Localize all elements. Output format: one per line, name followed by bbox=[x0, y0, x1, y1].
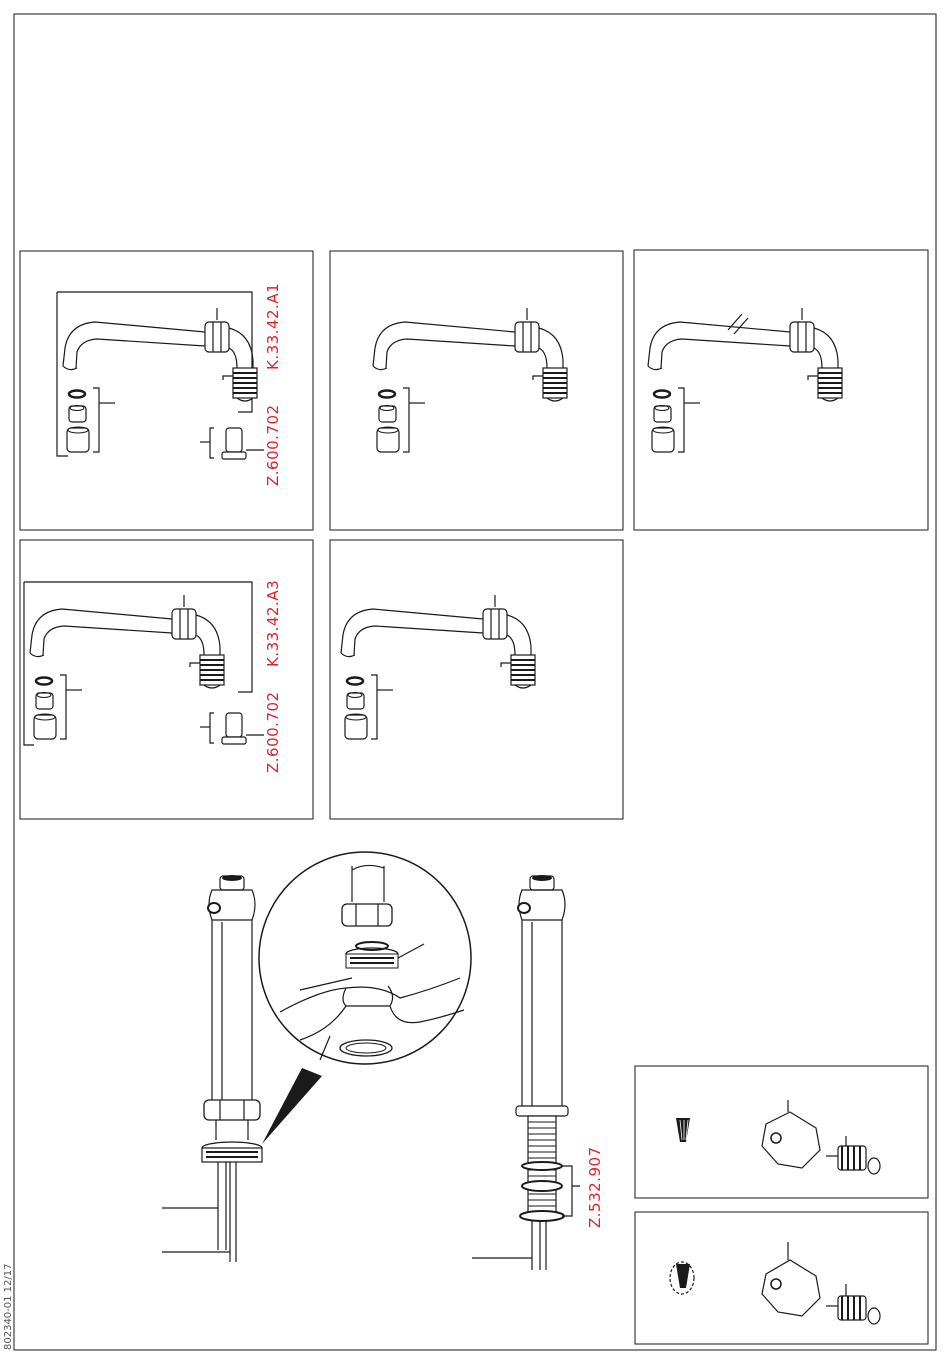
detail-circle bbox=[259, 852, 471, 1064]
washer-kit-label: Z.532.907 bbox=[586, 1146, 604, 1228]
panel-spout-short bbox=[330, 540, 623, 819]
panel-spout-standard bbox=[330, 251, 623, 530]
panel-spout-extended bbox=[634, 250, 928, 530]
panel-handle-cartridge-2 bbox=[635, 1212, 928, 1344]
mounting-shank-right: Z.532.907 bbox=[472, 875, 604, 1270]
document-number: 802340-01 12/17 bbox=[3, 1263, 14, 1350]
restrictor-label: Z.600.702 bbox=[264, 691, 282, 773]
restrictor-label: Z.600.702 bbox=[264, 404, 282, 486]
panel-spout-kit-a1: K.33.42.A1 Z.600.702 bbox=[20, 251, 313, 530]
panel-handle-cartridge-1 bbox=[635, 1066, 928, 1198]
spout-kit-label: K.33.42.A1 bbox=[264, 283, 282, 370]
panel-spout-kit-a3: K.33.42.A3 Z.600.702 bbox=[20, 540, 313, 819]
spout-kit-label: K.33.42.A3 bbox=[264, 580, 282, 667]
page-frame bbox=[14, 14, 936, 1350]
